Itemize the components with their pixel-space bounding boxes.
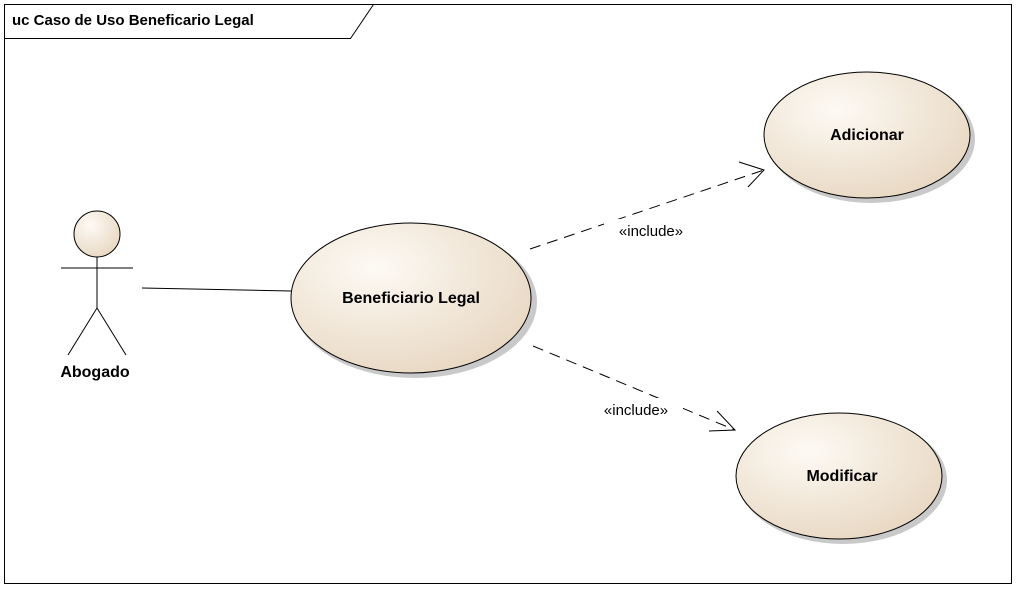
use-case-modificar[interactable]: Modificar: [735, 412, 947, 544]
include-dashed-line: [529, 169, 765, 250]
use-case-label: Modificar: [806, 468, 877, 485]
include-label-bg: [604, 219, 696, 241]
include-label-bg: [591, 398, 683, 420]
include-label: «include»: [619, 223, 683, 240]
use-case-label: Adicionar: [830, 127, 904, 144]
actor-right-leg: [96, 307, 127, 356]
use-case-beneficiario-legal[interactable]: Beneficiario Legal: [290, 222, 537, 378]
actor-abogado[interactable]: Abogado: [60, 210, 133, 381]
association-line: [141, 287, 292, 292]
use-case-ellipse: [290, 222, 532, 374]
frame-title: uc Caso de Uso Beneficario Legal: [12, 12, 254, 29]
actor-left-leg: [67, 307, 98, 356]
use-case-ellipse: [763, 71, 971, 199]
use-case-label: Beneficiario Legal: [342, 290, 480, 307]
include-relation-modificar[interactable]: «include»: [532, 345, 737, 432]
include-relation-adicionar[interactable]: «include»: [529, 161, 765, 250]
use-case-ellipse: [735, 412, 943, 540]
actor-head: [73, 210, 121, 258]
include-label: «include»: [604, 402, 668, 419]
use-case-adicionar[interactable]: Adicionar: [763, 71, 975, 203]
actor-label: Abogado: [60, 364, 130, 381]
include-dashed-line: [532, 345, 736, 431]
include-arrowhead: [738, 161, 765, 188]
include-arrowhead: [708, 410, 737, 432]
